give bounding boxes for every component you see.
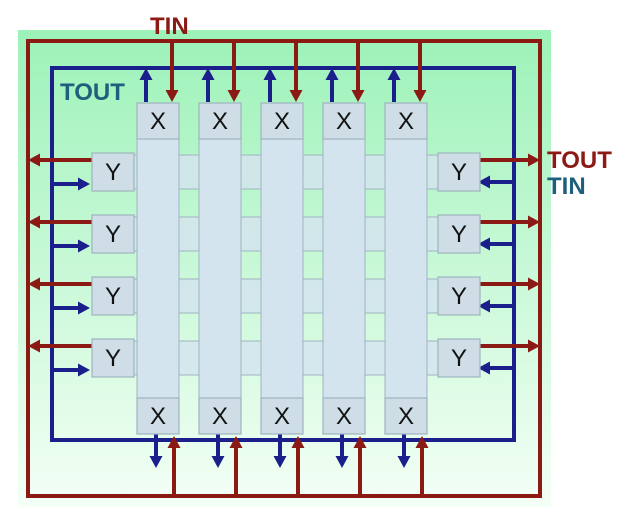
y-cell-left-1-text: Y bbox=[105, 159, 121, 186]
y-cell-left-4: Y bbox=[91, 338, 135, 378]
bottom-tout-arrow-1 bbox=[149, 432, 163, 468]
column-bus-overlay-1 bbox=[136, 137, 180, 401]
x-cell-top-5-text: X bbox=[398, 108, 414, 135]
bus-layer bbox=[121, 137, 441, 401]
left-tin-arrow-4 bbox=[52, 363, 90, 377]
blue-loop bbox=[50, 66, 516, 442]
x-cell-top-2-text: X bbox=[212, 108, 228, 135]
top-tout-arrow-1 bbox=[139, 68, 153, 102]
right-tout-arrow-4 bbox=[476, 339, 540, 353]
right-tout-arrow-3 bbox=[476, 277, 540, 291]
bottom-tout-arrow-4 bbox=[335, 432, 349, 468]
y-cell-right-1-text: Y bbox=[451, 159, 467, 186]
column-bus-overlay-3 bbox=[260, 137, 304, 401]
left-tout-arrow-4 bbox=[28, 339, 92, 353]
top-tin-arrow-4 bbox=[351, 41, 365, 102]
x-cell-bottom-5-text: X bbox=[398, 403, 414, 430]
bottom-tout-arrow-2 bbox=[211, 432, 225, 468]
wire-layer bbox=[26, 39, 542, 498]
left-tout-arrow-1 bbox=[28, 153, 92, 167]
tout-right-label: TOUT bbox=[547, 147, 612, 174]
right-tin-arrow-1 bbox=[478, 175, 514, 189]
bottom-tout-arrow-5 bbox=[397, 432, 411, 468]
x-cell-top-3: X bbox=[260, 102, 304, 140]
x-cell-top-3-text: X bbox=[274, 108, 290, 135]
x-cell-bottom-4: X bbox=[322, 397, 366, 435]
x-cell-top-4-text: X bbox=[336, 108, 352, 135]
top-tout-arrow-4 bbox=[325, 68, 339, 102]
x-cell-top-1: X bbox=[136, 102, 180, 140]
x-cell-bottom-2-text: X bbox=[212, 403, 228, 430]
y-cell-left-3-text: Y bbox=[105, 283, 121, 310]
y-cell-left-1: Y bbox=[91, 152, 135, 192]
y-cell-right-3: Y bbox=[437, 276, 481, 316]
cell-layer: X X X X X X X X X X Y Y Y Y Y Y Y Y bbox=[91, 102, 481, 435]
column-bus-overlay-5 bbox=[384, 137, 428, 401]
y-cell-left-3: Y bbox=[91, 276, 135, 316]
bottom-tin-arrow-4 bbox=[353, 436, 367, 496]
tin-top-label: TIN bbox=[150, 13, 189, 40]
label-layer: TIN TOUT TOUT TIN bbox=[60, 13, 612, 200]
x-cell-top-4: X bbox=[322, 102, 366, 140]
x-cell-bottom-1-text: X bbox=[150, 403, 166, 430]
top-tin-arrow-5 bbox=[413, 41, 427, 102]
column-bus-overlay-4 bbox=[322, 137, 366, 401]
y-cell-left-2: Y bbox=[91, 214, 135, 254]
left-tout-arrow-2 bbox=[28, 215, 92, 229]
y-cell-left-4-text: Y bbox=[105, 345, 121, 372]
bottom-tin-arrow-2 bbox=[229, 436, 243, 496]
left-tin-arrow-1 bbox=[52, 177, 90, 191]
x-cell-bottom-3: X bbox=[260, 397, 304, 435]
x-cell-bottom-5: X bbox=[384, 397, 428, 435]
left-tin-arrow-2 bbox=[52, 239, 90, 253]
y-cell-right-3-text: Y bbox=[451, 283, 467, 310]
bottom-tin-arrow-5 bbox=[415, 436, 429, 496]
y-cell-right-4: Y bbox=[437, 338, 481, 378]
x-cell-top-2: X bbox=[198, 102, 242, 140]
y-cell-left-2-text: Y bbox=[105, 221, 121, 248]
right-tout-arrow-2 bbox=[476, 215, 540, 229]
y-cell-right-2-text: Y bbox=[451, 221, 467, 248]
red-loop bbox=[26, 39, 542, 498]
top-tin-arrow-3 bbox=[289, 41, 303, 102]
top-tout-arrow-2 bbox=[201, 68, 215, 102]
left-tin-arrow-3 bbox=[52, 301, 90, 315]
x-cell-top-5: X bbox=[384, 102, 428, 140]
bottom-tin-arrow-3 bbox=[291, 436, 305, 496]
x-cell-top-1-text: X bbox=[150, 108, 166, 135]
left-tout-arrow-3 bbox=[28, 277, 92, 291]
right-tin-arrow-3 bbox=[478, 299, 514, 313]
right-tin-arrow-4 bbox=[478, 361, 514, 375]
tin-right-label: TIN bbox=[547, 173, 586, 200]
right-tout-arrow-1 bbox=[476, 153, 540, 167]
y-cell-right-1: Y bbox=[437, 152, 481, 192]
bottom-tout-arrow-3 bbox=[273, 432, 287, 468]
top-tin-arrow-2 bbox=[227, 41, 241, 102]
top-tout-arrow-3 bbox=[263, 68, 277, 102]
right-tin-arrow-2 bbox=[478, 237, 514, 251]
x-cell-bottom-1: X bbox=[136, 397, 180, 435]
x-cell-bottom-2: X bbox=[198, 397, 242, 435]
bottom-tin-arrow-1 bbox=[167, 436, 181, 496]
top-tin-arrow-1 bbox=[165, 41, 179, 102]
column-bus-overlay-2 bbox=[198, 137, 242, 401]
x-cell-bottom-4-text: X bbox=[336, 403, 352, 430]
y-cell-right-2: Y bbox=[437, 214, 481, 254]
x-cell-bottom-3-text: X bbox=[274, 403, 290, 430]
top-tout-arrow-5 bbox=[387, 68, 401, 102]
tout-left-label: TOUT bbox=[60, 79, 125, 106]
y-cell-right-4-text: Y bbox=[451, 345, 467, 372]
